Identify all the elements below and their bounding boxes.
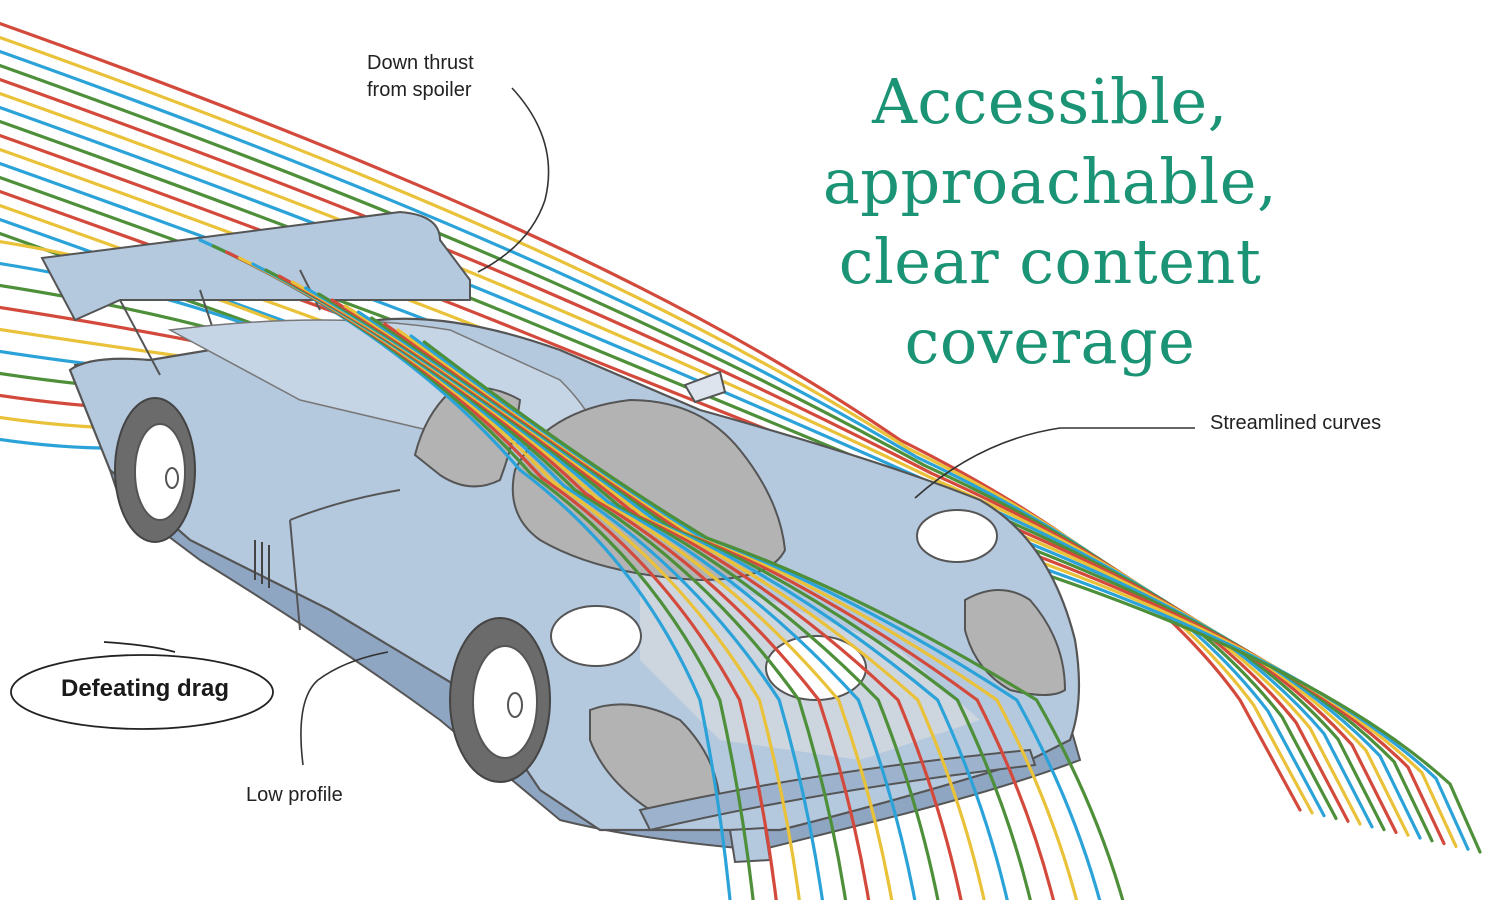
- headline-line-4: coverage: [904, 305, 1196, 378]
- spoiler-leader-line: [477, 87, 550, 273]
- headline: Accessible, approachable, clear content …: [790, 62, 1310, 382]
- curves-leader-line: [914, 427, 1195, 499]
- defeating-drag-badge: Defeating drag: [60, 675, 230, 702]
- front-splitter: [638, 748, 1037, 832]
- drag-badge-swoosh: [103, 641, 176, 653]
- side-mirror: [683, 370, 727, 404]
- profile-leader-line: [300, 651, 389, 766]
- airflow-streamlines-over-car: [198, 238, 1125, 902]
- headline-line-3: clear content: [838, 225, 1262, 298]
- cockpit-canopy: [511, 398, 787, 582]
- streamlined-curves-callout: Streamlined curves: [1210, 412, 1382, 434]
- front-vent: [728, 826, 772, 864]
- streamline: [422, 340, 1125, 902]
- front-wheel: [449, 617, 551, 783]
- headline-line-2: approachable,: [822, 145, 1278, 218]
- side-intake-vents: [254, 540, 270, 588]
- headlight-lower: [765, 635, 867, 701]
- low-profile-callout: Low profile: [246, 784, 343, 806]
- headline-line-1: Accessible,: [872, 65, 1228, 138]
- callout-leaders: [10, 87, 1195, 766]
- spoiler-callout-line-1: Down thrust: [367, 52, 474, 74]
- headlight-mid: [550, 605, 642, 667]
- rear-wheel: [114, 397, 196, 543]
- spoiler-callout: Down thrust from spoiler: [367, 50, 474, 104]
- door-line: [289, 489, 401, 631]
- spoiler-callout-line-2: from spoiler: [367, 79, 472, 101]
- headlight-upper: [916, 509, 998, 563]
- drag-badge-outline: [10, 654, 274, 730]
